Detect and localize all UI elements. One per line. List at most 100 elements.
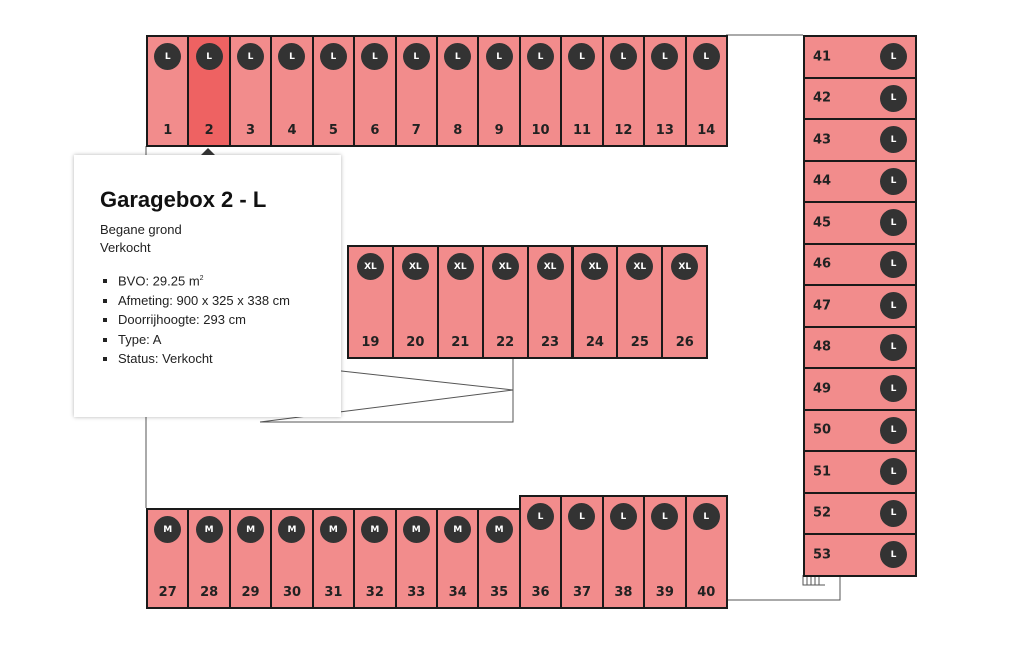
box-number: 14: [697, 123, 716, 138]
box-number: 6: [370, 123, 380, 138]
box-number: 13: [655, 123, 674, 138]
size-badge: L: [880, 126, 907, 154]
size-badge: XL: [491, 253, 519, 280]
garagebox-11[interactable]: L 11: [560, 35, 604, 147]
size-badge: L: [880, 250, 907, 278]
garagebox-19[interactable]: XL 19: [347, 245, 394, 359]
box-number: 10: [531, 123, 550, 138]
size-badge: L: [880, 167, 907, 195]
box-number: 53: [813, 547, 832, 563]
size-badge: L: [651, 43, 679, 70]
box-number: 19: [361, 335, 380, 350]
box-number: 50: [813, 422, 832, 438]
box-number: 40: [697, 585, 716, 600]
size-badge: M: [195, 516, 223, 543]
garagebox-31[interactable]: M 31: [311, 508, 356, 609]
size-badge: L: [444, 43, 472, 70]
size-badge: L: [880, 499, 907, 527]
garagebox-44[interactable]: L 44: [803, 159, 917, 203]
detail-type: Type: A: [118, 330, 341, 350]
size-badge: L: [880, 458, 907, 486]
size-badge: L: [485, 43, 513, 70]
box-number: 24: [585, 335, 604, 350]
tooltip-details: BVO: 29.25 m2 Afmeting: 900 x 325 x 338 …: [74, 269, 341, 369]
detail-bvo-text: BVO: 29.25 m: [118, 273, 200, 289]
size-badge: XL: [671, 253, 699, 280]
size-badge: XL: [536, 253, 564, 280]
size-badge: L: [154, 43, 182, 70]
size-badge: XL: [626, 253, 654, 280]
box-number: 44: [813, 173, 832, 189]
box-number: 28: [200, 585, 219, 600]
size-badge: L: [568, 43, 596, 70]
box-number: 45: [813, 215, 832, 231]
box-number: 21: [451, 335, 470, 350]
detail-bvo: BVO: 29.25 m2: [118, 269, 341, 291]
size-badge: M: [319, 516, 347, 543]
size-badge: L: [880, 84, 907, 112]
size-badge: L: [880, 375, 907, 403]
box-number: 48: [813, 339, 832, 355]
size-badge: L: [880, 541, 907, 569]
box-number: 27: [158, 585, 177, 600]
size-badge: L: [692, 503, 720, 530]
garagebox-53[interactable]: L 53: [803, 533, 917, 577]
tooltip-status: Verkocht: [100, 240, 151, 255]
size-badge: XL: [401, 253, 429, 280]
box-number: 47: [813, 298, 832, 314]
detail-afmeting: Afmeting: 900 x 325 x 338 cm: [118, 291, 341, 311]
garagebox-13[interactable]: L 13: [643, 35, 687, 147]
tooltip-floor: Begane grond: [100, 222, 182, 237]
garagebox-51[interactable]: L 51: [803, 450, 917, 494]
size-badge: M: [361, 516, 389, 543]
box-number: 29: [241, 585, 260, 600]
box-number: 31: [324, 585, 343, 600]
size-badge: XL: [356, 253, 384, 280]
box-number: 11: [572, 123, 592, 138]
garagebox-28[interactable]: M 28: [187, 508, 231, 609]
box-number: 51: [813, 464, 832, 480]
garagebox-40[interactable]: L 40: [684, 495, 728, 609]
size-badge: L: [361, 43, 389, 70]
